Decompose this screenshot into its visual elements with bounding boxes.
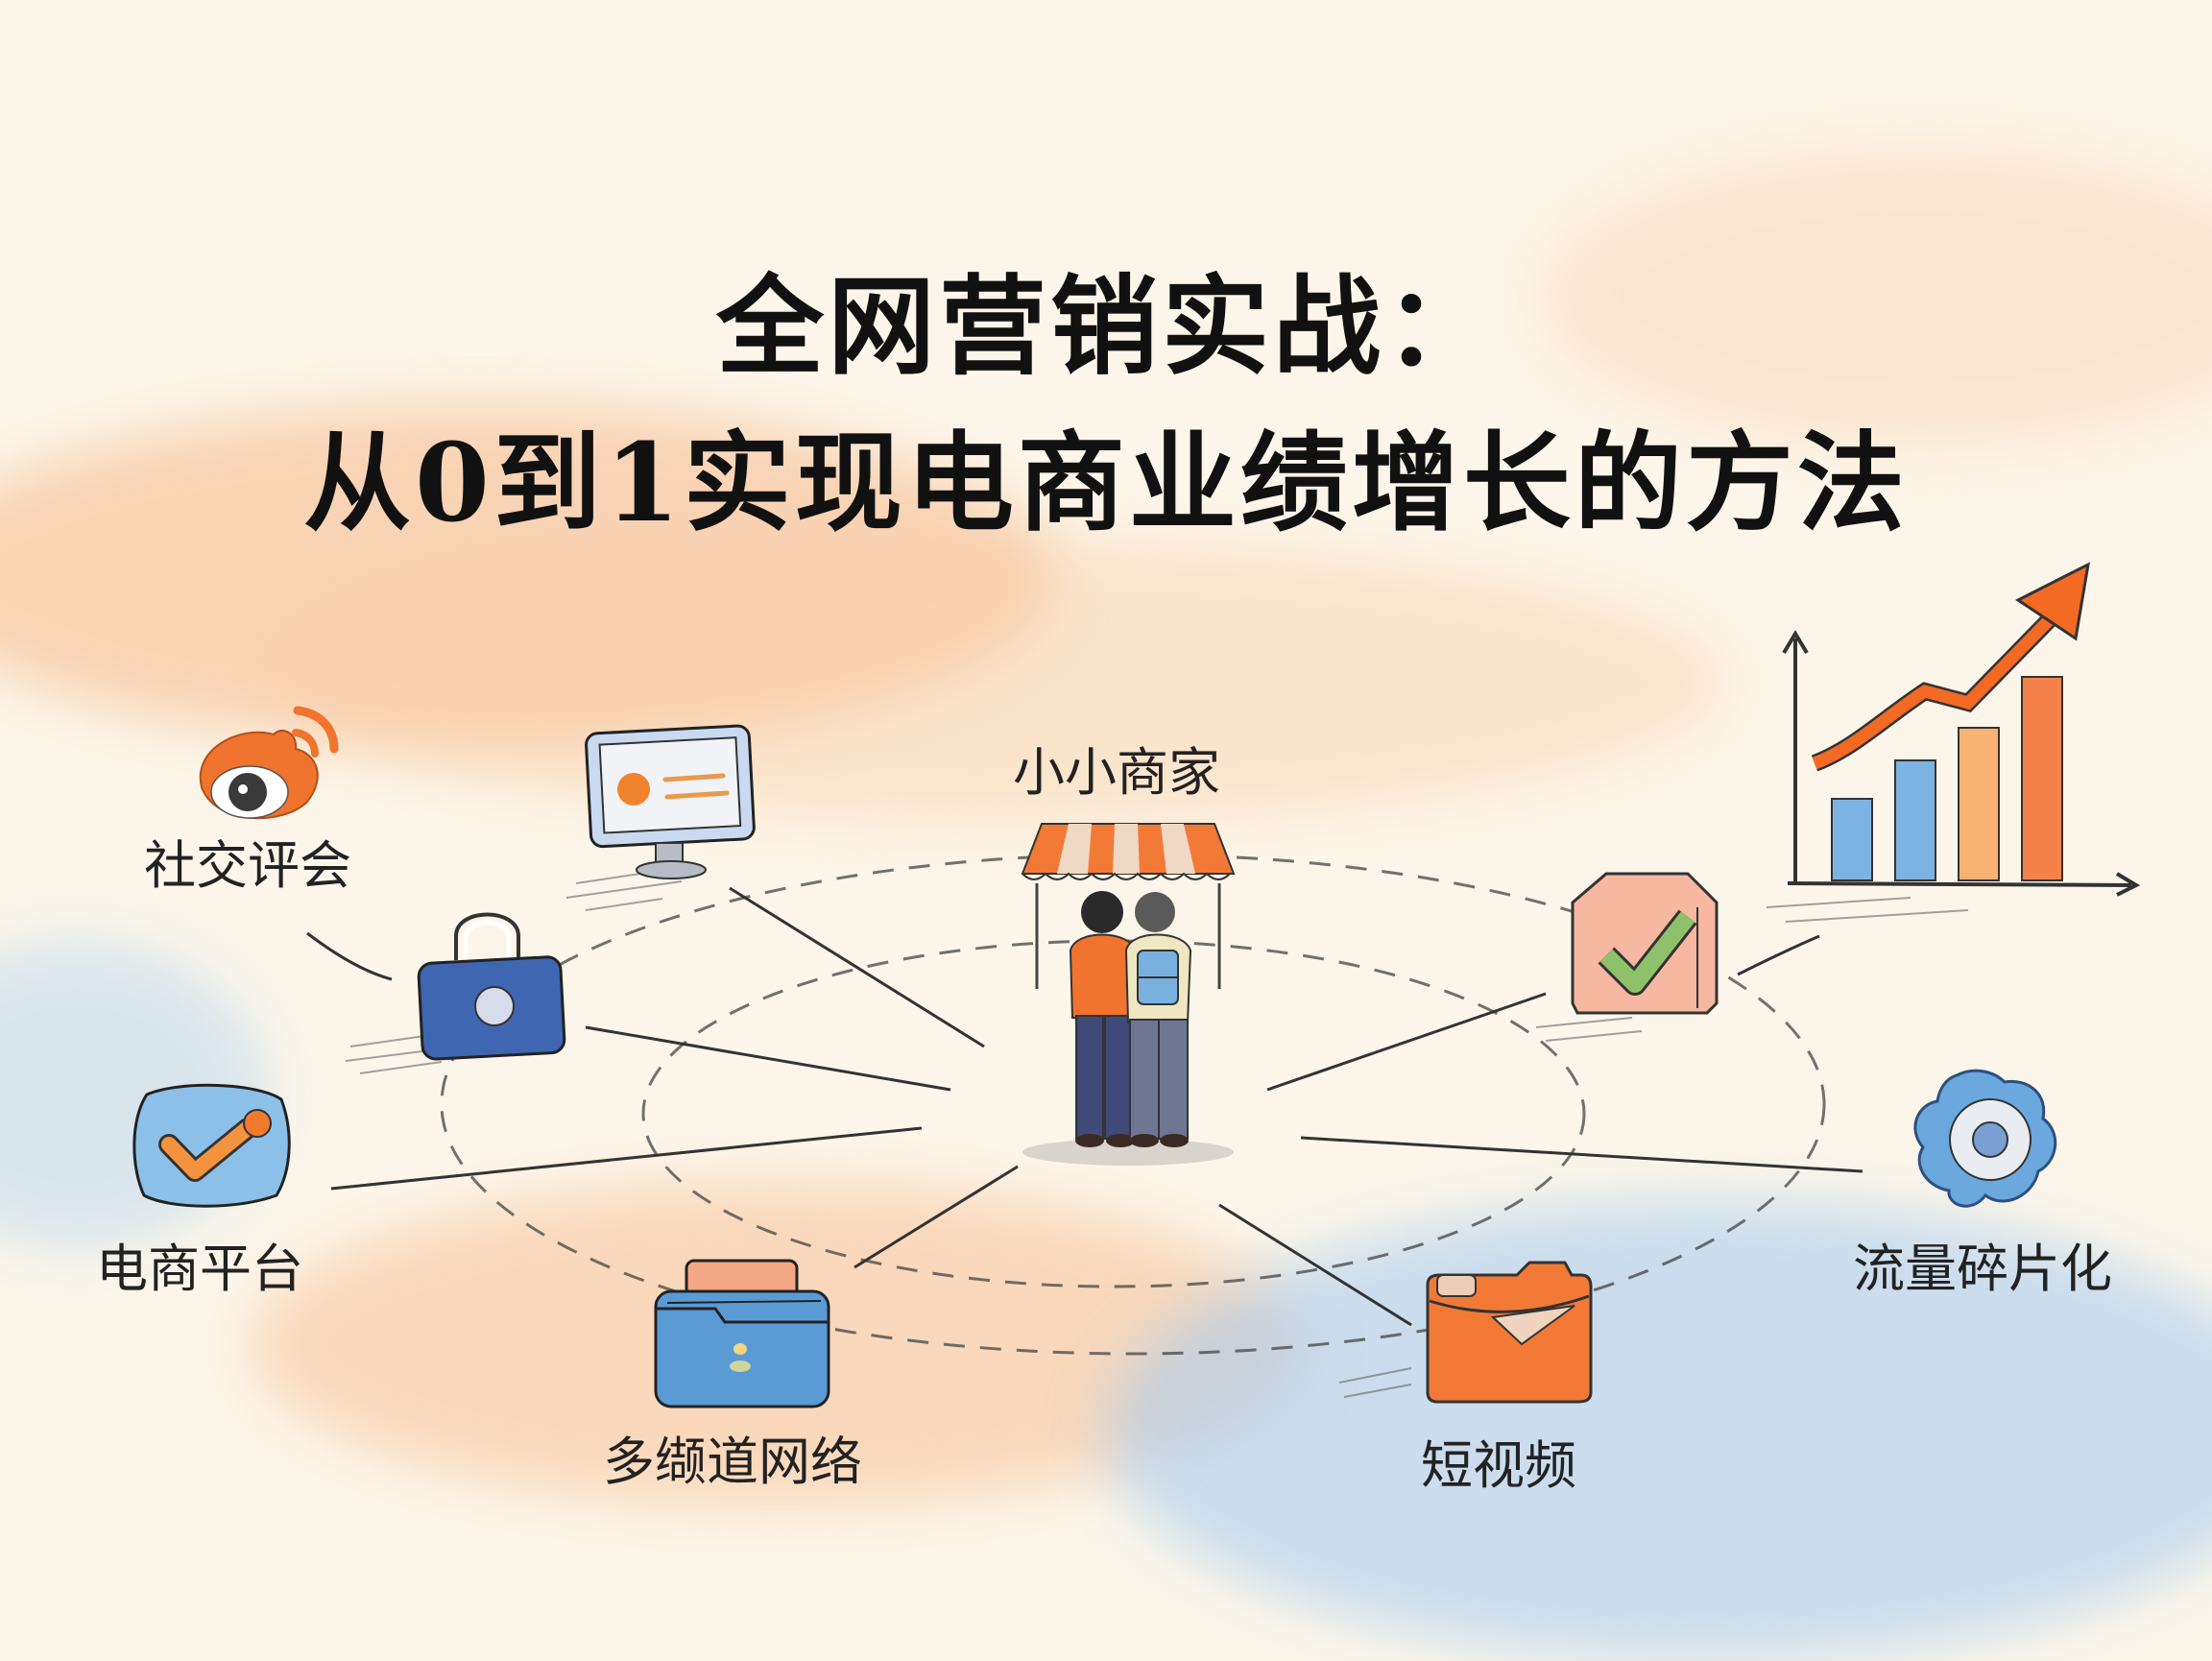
title-line-2: 从0到1实现电商业绩增长的方法 <box>303 421 1909 546</box>
checkmark-badge-icon <box>132 1083 291 1208</box>
title-line-1: 全网营销实战： <box>716 264 1496 390</box>
shopping-bag-icon <box>417 912 566 1061</box>
node-label-mcn: 多缬道网络 <box>603 1432 862 1492</box>
weibo-eye-icon <box>199 706 339 820</box>
node-label-shortvideo: 短视频 <box>1421 1435 1576 1496</box>
monitor-icon <box>585 724 756 879</box>
blue-folder-icon <box>654 1259 830 1408</box>
orange-envelope-icon <box>1426 1261 1593 1404</box>
storefront-merchants-icon <box>1021 823 1236 1166</box>
growth-chart-icon <box>1782 562 2141 897</box>
check-box-icon <box>1571 872 1719 1015</box>
node-label-ecommerce: 电商平台 <box>96 1239 303 1299</box>
node-label-social: 社交评会 <box>144 835 351 896</box>
center-label: 小小商家 <box>1013 742 1220 803</box>
blue-gear-icon <box>1913 1069 2057 1208</box>
node-label-traffic: 流量碎片化 <box>1853 1239 2112 1299</box>
